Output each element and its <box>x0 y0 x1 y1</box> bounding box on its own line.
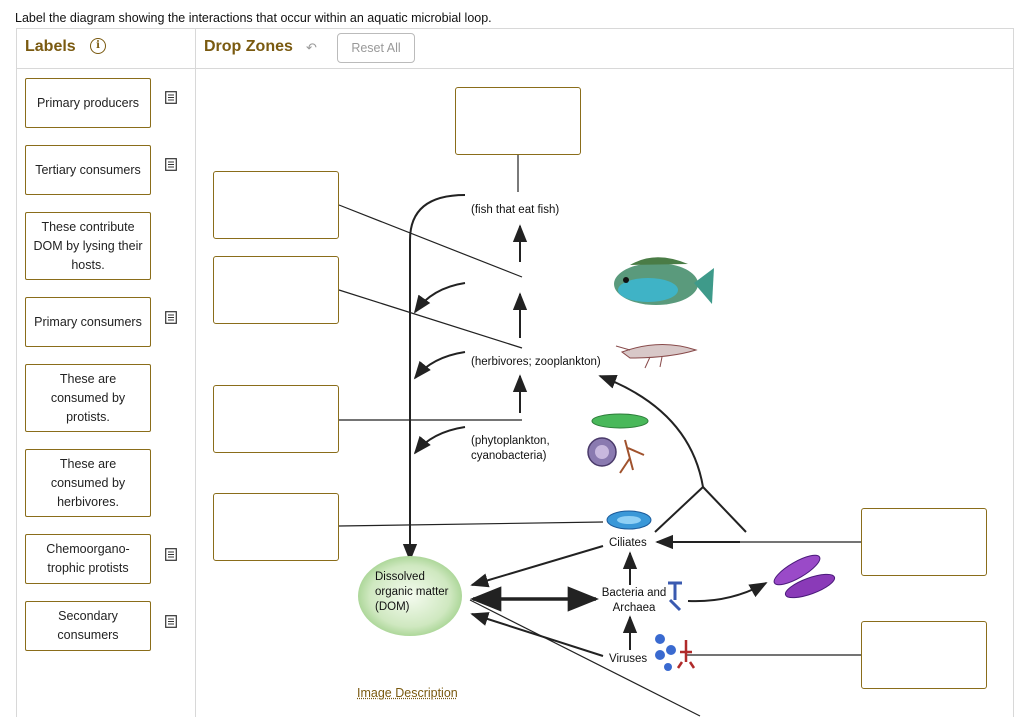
leader-line <box>469 599 701 717</box>
arrow <box>402 194 466 562</box>
leader-line <box>338 289 523 349</box>
undo-icon[interactable]: ↶ <box>306 40 317 55</box>
label-card-chemoorganotrophic-protists[interactable]: Chemoorgano-trophic protists <box>25 534 151 584</box>
arrow <box>413 282 466 314</box>
hint-icon[interactable] <box>165 158 177 171</box>
phytoplankton-icon <box>587 413 649 474</box>
drop-zone-left-3[interactable] <box>213 385 339 453</box>
reset-all-button[interactable]: Reset All <box>337 33 415 63</box>
arrow <box>413 426 466 455</box>
image-description-link[interactable]: Image Description <box>357 686 458 700</box>
arrow <box>687 582 768 603</box>
label-card-consumed-by-protists[interactable]: These are consumed by protists. <box>25 364 151 432</box>
bacteria-icon <box>668 581 682 612</box>
arrow <box>413 351 466 380</box>
label-card-consumed-by-herbivores[interactable]: These are consumed by herbivores. <box>25 449 151 517</box>
drop-zones-heading: Drop Zones <box>204 38 293 55</box>
labels-heading: Labels <box>25 38 76 55</box>
hint-icon[interactable] <box>165 615 177 628</box>
labels-panel <box>16 28 196 717</box>
fish-icon <box>614 257 714 305</box>
label-card-primary-producers[interactable]: Primary producers <box>25 78 151 128</box>
label-card-primary-consumers[interactable]: Primary consumers <box>25 297 151 347</box>
arrow <box>654 486 704 533</box>
info-icon[interactable]: i <box>90 38 106 54</box>
header-divider <box>16 68 1014 69</box>
ciliate-icon <box>606 510 652 530</box>
drop-zone-left-4[interactable] <box>213 493 339 561</box>
dom-cloud-icon <box>358 556 462 636</box>
arrow <box>470 612 604 657</box>
instruction-text: Label the diagram showing the interactio… <box>15 11 492 25</box>
phytoplankton-text: (phytoplankton, cyanobacteria) <box>471 435 550 462</box>
dom-text: Dissolved organic matter (DOM) <box>375 571 449 613</box>
arrow <box>702 486 747 533</box>
activity-frame <box>16 28 1014 717</box>
viruses-text: Viruses <box>609 653 648 665</box>
hint-icon[interactable] <box>165 548 177 561</box>
drop-zone-left-1[interactable] <box>213 171 339 239</box>
drop-zone-top[interactable] <box>455 87 581 155</box>
leader-line <box>338 204 523 278</box>
shrimp-icon <box>615 343 698 369</box>
fish-text: (fish that eat fish) <box>471 204 560 216</box>
ciliates-text: Ciliates <box>609 537 647 549</box>
protist-icon <box>773 554 836 599</box>
drop-zone-left-2[interactable] <box>213 256 339 324</box>
drop-zone-right-2[interactable] <box>861 621 987 689</box>
hint-icon[interactable] <box>165 311 177 324</box>
label-card-lysing-hosts[interactable]: These contribute DOM by lysing their hos… <box>25 212 151 280</box>
arrow <box>470 545 604 588</box>
herbivores-text: (herbivores; zooplankton) <box>471 356 601 368</box>
leader-line <box>338 521 604 527</box>
drop-zone-right-1[interactable] <box>861 508 987 576</box>
hint-icon[interactable] <box>165 91 177 104</box>
bacteria-text: Bacteria and Archaea <box>601 587 667 614</box>
virus-icon <box>655 634 696 671</box>
label-card-tertiary-consumers[interactable]: Tertiary consumers <box>25 145 151 195</box>
label-card-secondary-consumers[interactable]: Secondary consumers <box>25 601 151 651</box>
arrow <box>598 374 704 488</box>
